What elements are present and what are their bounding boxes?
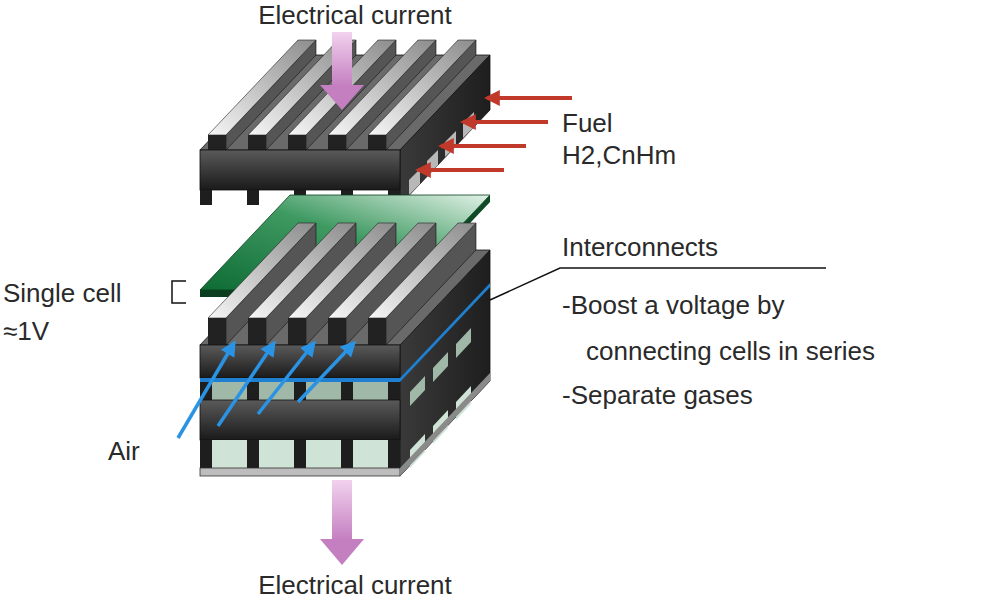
fuel-arrows (441, 144, 526, 148)
air-arrows (218, 343, 274, 426)
air-arrows (178, 343, 354, 438)
lower-interconnects (456, 328, 471, 358)
lower-interconnects (200, 378, 400, 382)
current-label: Electrical current (258, 0, 452, 30)
interconnect-label: Interconnects (562, 232, 718, 262)
top-interconnect (368, 40, 476, 150)
fuel-arrows (463, 120, 548, 124)
current-label: Electrical current (258, 570, 452, 600)
cell-label: Single cell (3, 278, 122, 308)
lower-interconnects (400, 283, 490, 382)
lower-interconnects (388, 382, 400, 400)
lower-interconnects (200, 382, 400, 400)
fuel-arrows (418, 168, 504, 172)
fuel-arrows (487, 96, 572, 100)
fuel-arrows (418, 98, 572, 170)
air-arrows (298, 343, 354, 402)
lower-interconnects (200, 440, 212, 468)
lower-interconnects (247, 440, 259, 468)
lower-interconnects (341, 440, 353, 468)
current-arrow-out (320, 480, 364, 565)
lower-interconnects (368, 223, 476, 345)
current-arrow-out (332, 480, 352, 540)
voltage-label: ≈1V (3, 316, 49, 346)
lower-interconnects (200, 440, 400, 468)
lower-interconnects (433, 352, 448, 382)
top-interconnect (409, 169, 420, 195)
lower-interconnects (388, 440, 400, 468)
fuel-formula: H2,CnHm (562, 140, 676, 170)
fuel-label: Fuel (562, 108, 613, 138)
current-arrow-in (332, 32, 352, 86)
function-note: -Separate gases (562, 380, 753, 410)
top-interconnect (247, 190, 259, 205)
lower-interconnects (410, 376, 425, 406)
top-interconnect (200, 190, 212, 205)
current-arrow-in (320, 32, 364, 110)
air-arrows (178, 343, 234, 438)
top-interconnect (200, 150, 400, 190)
air-arrows (258, 343, 314, 414)
lower-interconnects (341, 382, 353, 400)
lower-interconnects (200, 468, 400, 476)
current-arrow-out (320, 539, 364, 565)
cell-bracket (172, 281, 186, 303)
air-label: Air (108, 436, 140, 466)
function-note: -Boost a voltage by connecting cells in … (562, 282, 892, 374)
lower-interconnects (400, 373, 490, 476)
lower-interconnects (294, 440, 306, 468)
lower-interconnects (200, 223, 490, 476)
top-interconnect (427, 150, 438, 176)
lower-interconnects (247, 382, 259, 400)
top-interconnect (463, 112, 474, 138)
current-arrow-in (320, 85, 364, 110)
